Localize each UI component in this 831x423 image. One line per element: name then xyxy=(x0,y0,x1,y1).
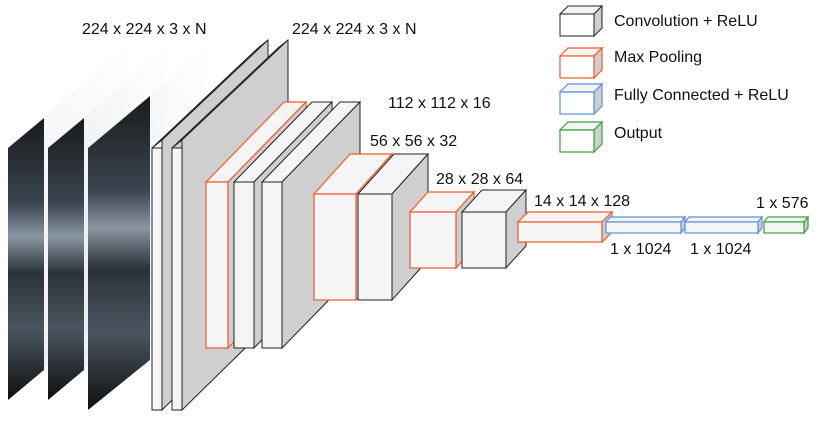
pool4-size-label: 14 x 14 x 128 xyxy=(534,193,630,210)
pool-cube-icon xyxy=(558,46,604,80)
fc2-size-label: 1 x 1024 xyxy=(690,241,751,258)
legend-item-output: Output xyxy=(558,120,663,154)
conv2-size-label: 112 x 112 x 16 xyxy=(388,95,491,112)
fc-cube-icon xyxy=(558,82,604,116)
output-cube-icon xyxy=(558,120,604,154)
legend-label: Output xyxy=(614,125,663,142)
layer-pool4 xyxy=(516,210,614,244)
layer-fc1 xyxy=(604,215,687,235)
input-frames xyxy=(8,48,204,410)
legend-label: Max Pooling xyxy=(614,49,702,66)
layer-pool3 xyxy=(408,190,476,270)
conv1-size-label: 224 x 224 x 3 x N xyxy=(292,21,417,38)
legend-item-pool: Max Pooling xyxy=(558,46,702,80)
conv-cube-icon xyxy=(558,4,604,38)
layer-conv4 xyxy=(460,188,528,270)
fc1-size-label: 1 x 1024 xyxy=(610,241,671,258)
legend-item-conv: Convolution + ReLU xyxy=(558,4,758,38)
input-size-label: 224 x 224 x 3 x N xyxy=(82,21,207,38)
legend-label: Convolution + ReLU xyxy=(614,13,758,30)
legend-item-fc: Fully Connected + ReLU xyxy=(558,82,789,116)
legend-label: Fully Connected + ReLU xyxy=(614,87,789,104)
layer-fc2 xyxy=(683,215,764,235)
output-size-label: 1 x 576 xyxy=(756,195,809,212)
conv4-size-label: 28 x 28 x 64 xyxy=(436,171,523,188)
legend: Convolution + ReLU Max Pooling Fully Con… xyxy=(558,4,789,154)
layer-output xyxy=(762,215,810,235)
conv3-size-label: 56 x 56 x 32 xyxy=(370,133,457,150)
